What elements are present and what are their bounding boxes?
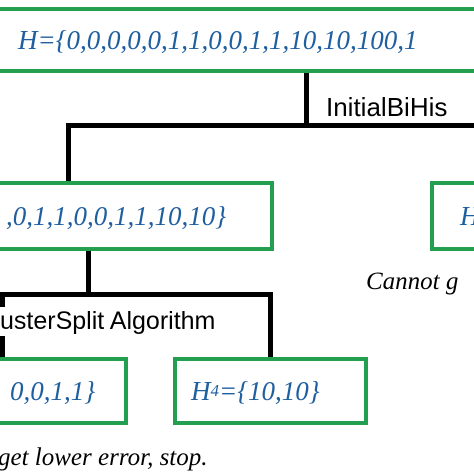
histogram-box-root: H={0,0,0,0,0,1,1,0,0,1,1,10,10,100,1 — [0, 7, 474, 73]
cannot-note: Cannot g — [366, 268, 459, 295]
initial-bihis-label: InitialBiHis — [326, 92, 448, 122]
histogram-mid-left-text: ,0,1,1,0,0,1,1,10,10} — [6, 200, 227, 231]
connector-mid-down — [86, 247, 91, 295]
histogram-h4-subscript: 4 — [210, 381, 220, 400]
connector-horizontal-lower — [0, 292, 272, 297]
histogram-box-mid-left: ,0,1,1,0,0,1,1,10,10} — [0, 181, 274, 251]
histogram-box-mid-right: H — [430, 181, 474, 251]
histogram-bottom-left-text: 0,0,1,1} — [10, 375, 96, 406]
histogram-h4-values: ={10,10} — [219, 375, 320, 406]
cluster-split-label: usterSplit Algorithm — [0, 307, 218, 336]
histogram-h4-symbol: H — [191, 375, 211, 406]
histogram-box-bottom-left: 0,0,1,1} — [0, 357, 128, 425]
stop-note: get lower error, stop. — [0, 444, 208, 471]
connector-to-bottom-right — [268, 292, 273, 362]
histogram-mid-right-text: H — [460, 201, 474, 232]
connector-to-mid-left — [66, 123, 71, 185]
histogram-root-text: H={0,0,0,0,0,1,1,0,0,1,1,10,10,100,1 — [18, 24, 418, 55]
connector-top-down — [304, 73, 309, 126]
connector-horizontal-upper — [66, 123, 474, 128]
